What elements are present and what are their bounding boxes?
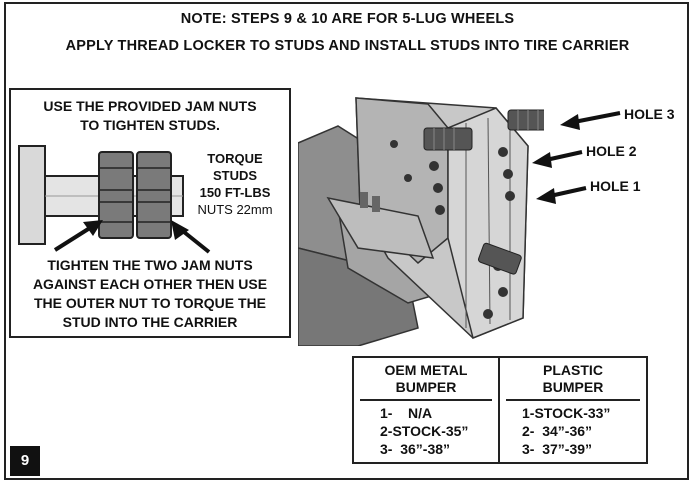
plastic-header-line-2: BUMPER: [542, 379, 604, 395]
oem-metal-bumper-column: OEM METAL BUMPER 1- N/A 2-STOCK-35” 3- 3…: [354, 358, 500, 462]
oem-row-1: 1- N/A: [380, 405, 433, 421]
hole-3-label: HOLE 3: [624, 106, 675, 122]
torque-line-4: NUTS 22mm: [197, 202, 273, 217]
oem-row-2: 2-STOCK-35”: [380, 423, 469, 439]
inset-bottom-line-4: STUD INTO THE CARRIER: [62, 314, 238, 330]
note-thread-locker: APPLY THREAD LOCKER TO STUDS AND INSTALL…: [65, 38, 630, 54]
torque-line-1: TORQUE: [207, 151, 263, 166]
plastic-header-line-1: PLASTIC: [543, 362, 603, 378]
stud-hole-1: [478, 242, 522, 275]
plastic-row-3: 3- 37”-39”: [522, 441, 593, 457]
page-frame: [4, 2, 689, 480]
note-five-lug: NOTE: STEPS 9 & 10 ARE FOR 5-LUG WHEELS: [180, 11, 515, 27]
header-divider: [506, 399, 640, 401]
plastic-bumper-header: PLASTIC BUMPER: [500, 358, 646, 396]
inset-top-line-1: USE THE PROVIDED JAM NUTS: [43, 98, 257, 114]
step-number-badge: 9: [10, 446, 40, 476]
hole-1-label: HOLE 1: [590, 178, 641, 194]
torque-line-2: STUDS: [212, 168, 258, 183]
oem-rows: 1- N/A 2-STOCK-35” 3- 36”-38”: [354, 404, 498, 458]
oem-row-3: 3- 36”-38”: [380, 441, 451, 457]
torque-line-3: 150 FT-LBS: [199, 185, 271, 200]
inset-bottom-line-2: AGAINST EACH OTHER THEN USE: [32, 276, 268, 292]
header-divider: [360, 399, 492, 401]
plastic-rows: 1-STOCK-33” 2- 34”-36” 3- 37”-39”: [500, 404, 646, 458]
oem-header-line-1: OEM METAL: [384, 362, 468, 378]
tire-carrier-photo: [298, 88, 544, 346]
stud-hole-2: [423, 127, 473, 151]
hole-2-label: HOLE 2: [586, 143, 637, 159]
jam-nut-inset: USE THE PROVIDED JAM NUTS TO TIGHTEN STU…: [9, 88, 291, 338]
arrow-right-nut: [171, 220, 211, 254]
inset-top-caption: USE THE PROVIDED JAM NUTS TO TIGHTEN STU…: [11, 97, 289, 135]
inset-top-line-2: TO TIGHTEN STUDS.: [80, 117, 220, 133]
plastic-row-1: 1-STOCK-33”: [522, 405, 611, 421]
torque-spec: TORQUE STUDS 150 FT-LBS NUTS 22mm: [187, 150, 283, 218]
stud-hole-3: [507, 109, 544, 131]
inset-bottom-line-3: THE OUTER NUT TO TORQUE THE: [33, 295, 267, 311]
arrow-left-nut: [53, 220, 103, 252]
oem-header-line-2: BUMPER: [395, 379, 457, 395]
plastic-bumper-column: PLASTIC BUMPER 1-STOCK-33” 2- 34”-36” 3-…: [500, 358, 646, 462]
inset-bottom-caption: TIGHTEN THE TWO JAM NUTS AGAINST EACH OT…: [11, 256, 289, 332]
inset-bottom-line-1: TIGHTEN THE TWO JAM NUTS: [47, 257, 253, 273]
bumper-hole-table: OEM METAL BUMPER 1- N/A 2-STOCK-35” 3- 3…: [352, 356, 648, 464]
plastic-row-2: 2- 34”-36”: [522, 423, 593, 439]
stud-nuts-illustration: [18, 145, 211, 254]
oem-metal-bumper-header: OEM METAL BUMPER: [354, 358, 498, 396]
